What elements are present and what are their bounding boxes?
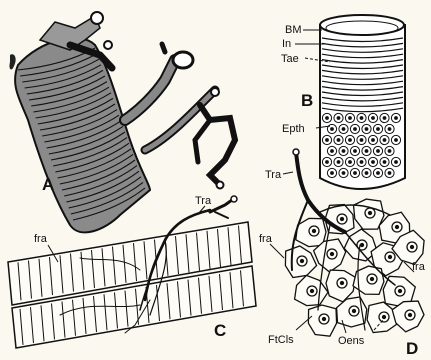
- cell-nucleolus: [353, 310, 356, 313]
- cell-nucleus: [326, 161, 329, 164]
- cell-nucleolus: [331, 253, 334, 256]
- panel-d-label-fra-left: fra: [259, 233, 273, 245]
- cell-nucleus: [383, 139, 386, 142]
- cell-nucleus: [331, 128, 334, 131]
- cell-nucleus: [388, 172, 391, 175]
- cell-nucleus: [337, 161, 340, 164]
- cell-nucleus: [372, 139, 375, 142]
- cell-nucleus: [354, 172, 357, 175]
- cell-nucleolus: [361, 244, 364, 247]
- cell-nucleus: [365, 172, 368, 175]
- cell-nucleus: [377, 172, 380, 175]
- cell-nucleus: [395, 139, 398, 142]
- cell-nucleus: [349, 139, 352, 142]
- cell-nucleolus: [311, 290, 314, 293]
- panel-d-label-fra-right: fra: [412, 261, 426, 273]
- panel-c-label-fra: fra: [34, 233, 48, 245]
- cell-nucleus: [365, 128, 368, 131]
- label-tae: Tae: [281, 53, 299, 65]
- cell-nucleolus: [399, 290, 402, 293]
- cell-nucleus: [360, 117, 363, 120]
- panel-d-label-tra: Tra: [265, 169, 282, 181]
- cell-nucleus: [395, 117, 398, 120]
- cell-nucleolus: [411, 246, 414, 249]
- panel-c-label-tra: Tra: [195, 195, 212, 207]
- cell-nucleolus: [369, 212, 372, 215]
- cell-nucleus: [342, 128, 345, 131]
- cell-nucleus: [342, 150, 345, 153]
- panel-d-letter: D: [406, 339, 418, 358]
- cell-nucleolus: [396, 226, 399, 229]
- panel-a-lower-branch: [145, 88, 235, 189]
- label-epth: Epth: [282, 123, 305, 135]
- cell-nucleolus: [301, 260, 304, 263]
- cell-nucleus: [337, 139, 340, 142]
- cell-nucleus: [349, 117, 352, 120]
- cell-nucleolus: [323, 318, 326, 321]
- fat-body-cell: [308, 305, 336, 336]
- cell-nucleolus: [341, 282, 344, 285]
- panel-d-label-oens: Oens: [338, 335, 365, 347]
- cell-nucleolus: [313, 230, 316, 233]
- cell-nucleus: [383, 161, 386, 164]
- cell-nucleus: [331, 172, 334, 175]
- cell-nucleus: [326, 139, 329, 142]
- cell-nucleus: [349, 161, 352, 164]
- cell-nucleolus: [409, 314, 412, 317]
- fat-body-cell: [326, 270, 356, 302]
- cell-nucleus: [360, 161, 363, 164]
- cell-nucleus: [377, 150, 380, 153]
- cell-nucleus: [377, 128, 380, 131]
- panel-d-label-ftcls: FtCls: [268, 334, 294, 346]
- cell-nucleus: [354, 150, 357, 153]
- cell-nucleus: [365, 150, 368, 153]
- cell-nucleolus: [371, 278, 374, 281]
- cell-nucleus: [383, 117, 386, 120]
- cell-nucleus: [360, 139, 363, 142]
- panel-a-middle-branch: [125, 44, 193, 120]
- cell-nucleus: [342, 172, 345, 175]
- cell-nucleus: [388, 150, 391, 153]
- panel-b-tube: [320, 15, 405, 189]
- panel-c-letter: C: [214, 321, 226, 340]
- panel-d-fat-body: [285, 199, 424, 336]
- cell-nucleolus: [341, 218, 344, 221]
- panel-a-trachea-trunk: [9, 38, 150, 232]
- cell-nucleus: [395, 161, 398, 164]
- cell-nucleus: [354, 128, 357, 131]
- cell-nucleus: [372, 161, 375, 164]
- label-in: In: [282, 38, 291, 50]
- cell-nucleus: [388, 128, 391, 131]
- panel-b-letter: B: [301, 91, 313, 110]
- cell-nucleus: [372, 117, 375, 120]
- cell-nucleus: [326, 117, 329, 120]
- fat-body-cell: [296, 218, 326, 246]
- cell-nucleus: [331, 150, 334, 153]
- cell-nucleus: [337, 117, 340, 120]
- cell-nucleolus: [389, 256, 392, 259]
- fat-body-cell: [392, 301, 424, 332]
- panel-a-letter: A: [42, 175, 54, 194]
- label-bm: BM: [285, 24, 302, 36]
